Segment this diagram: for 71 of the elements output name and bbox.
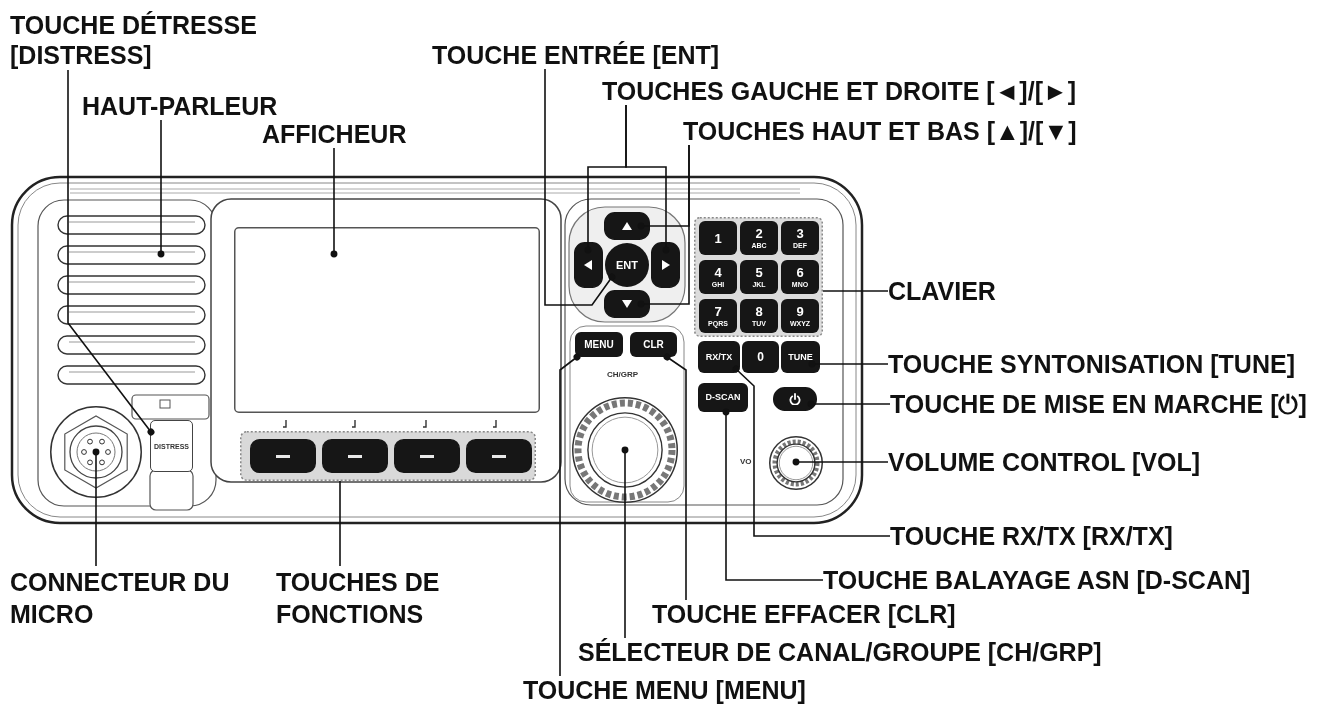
leader-line <box>67 69 155 436</box>
key-label: 5 <box>755 266 763 279</box>
key-label: 7 <box>714 305 722 318</box>
key-label: 9 <box>796 305 804 318</box>
panel-label: CH/GRP <box>607 371 639 379</box>
soft-key-panel <box>240 431 536 481</box>
speaker-grille-drawing <box>57 214 207 386</box>
leader-line <box>625 104 670 254</box>
callout-label: TOUCHE ENTRÉE [ENT] <box>432 41 720 69</box>
key-label: 2 <box>755 227 763 240</box>
callout-label: TOUCHE MENU [MENU] <box>523 676 806 704</box>
callout-label: TOUCHES GAUCHE ET DROITE [◄]/[►] <box>602 77 1077 105</box>
connector-socket <box>50 406 142 498</box>
leader-line <box>663 353 687 601</box>
key <box>466 439 532 473</box>
leader-line <box>339 480 341 567</box>
key: RX/TX <box>698 341 740 373</box>
panel-label: VO <box>740 458 752 466</box>
callout-label: TOUCHES DE FONCTIONS <box>276 566 441 630</box>
key: TUNE <box>781 341 820 373</box>
key <box>781 221 819 255</box>
key-label: 3 <box>796 227 804 240</box>
callout-label: TOUCHE EFFACER [CLR] <box>652 600 956 628</box>
display-screen <box>234 227 540 413</box>
callout-label: AFFICHEUR <box>262 120 407 148</box>
key <box>250 439 316 473</box>
leader-line <box>807 400 891 408</box>
leader-line <box>637 144 690 308</box>
key-label: 8 <box>755 305 763 318</box>
callout-label: CONNECTEUR DU MICRO <box>10 566 231 630</box>
rotary-knob <box>572 397 678 503</box>
callout-label: TOUCHE DÉTRESSE [DISTRESS] <box>10 10 258 70</box>
leader-line <box>621 446 629 639</box>
leader-line <box>559 353 581 677</box>
key-label: 4 <box>714 266 722 279</box>
leader-line <box>822 290 889 292</box>
key <box>322 439 388 473</box>
callout-label: VOLUME CONTROL [VOL] <box>888 448 1201 476</box>
key: 0 <box>742 341 779 373</box>
callout-label: TOUCHES HAUT ET BAS [▲]/[▼] <box>683 117 1077 145</box>
key <box>740 260 778 294</box>
key <box>699 299 737 333</box>
key-label: 6 <box>796 266 804 279</box>
key: CLR <box>630 332 677 357</box>
leader-line <box>92 448 100 567</box>
key <box>394 439 460 473</box>
callout-label: SÉLECTEUR DE CANAL/GROUPE [CH/GRP] <box>578 638 1102 666</box>
callout-label: TOUCHE DE MISE EN MARCHE [⏻] <box>890 390 1307 418</box>
key: MENU <box>575 332 623 357</box>
callout-label: CLAVIER <box>888 277 996 305</box>
rotary-knob <box>769 436 823 490</box>
key <box>781 260 819 294</box>
key <box>740 299 778 333</box>
key: D-SCAN <box>698 383 748 412</box>
leader-line <box>544 68 616 306</box>
leader-line <box>732 365 891 537</box>
callout-label: HAUT-PARLEUR <box>82 92 278 120</box>
leader-line <box>330 147 338 258</box>
key: 1 <box>699 221 737 255</box>
callout-label: TOUCHE BALAYAGE ASN [D-SCAN] <box>823 566 1251 594</box>
arrow-key <box>574 242 603 288</box>
leader-line <box>808 360 889 368</box>
key <box>781 299 819 333</box>
key <box>699 260 737 294</box>
leader-line <box>157 119 165 258</box>
callout-label: TOUCHE SYNTONISATION [TUNE] <box>888 350 1295 378</box>
leader-line <box>792 458 889 466</box>
key <box>740 221 778 255</box>
keypad-panel <box>694 217 823 337</box>
arrow-key <box>651 242 680 288</box>
callout-label: TOUCHE RX/TX [RX/TX] <box>890 522 1173 550</box>
